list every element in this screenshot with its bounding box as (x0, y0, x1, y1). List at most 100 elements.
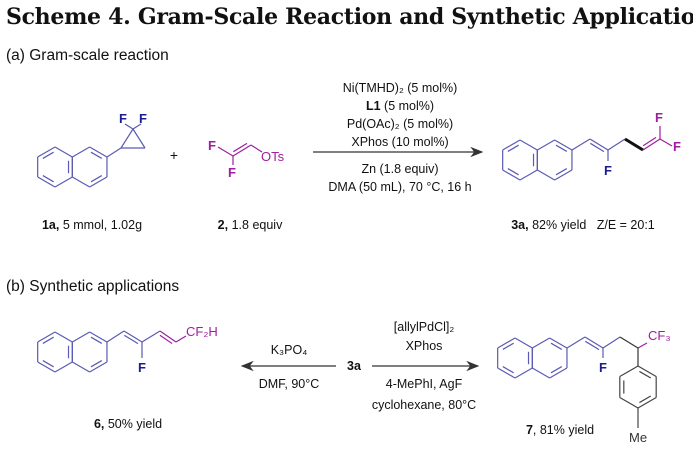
ring-bond (554, 169, 573, 181)
atom-label-f: F (599, 360, 607, 375)
compound-id: 6, (93, 417, 105, 431)
bond (217, 146, 234, 157)
compound-desc: 82% yield (532, 218, 587, 232)
ring-bond (537, 169, 555, 181)
ring-bond (502, 169, 521, 181)
bond (602, 336, 621, 349)
condition-catalyst-pd: Pd(OAc)₂ (5 mol%) (346, 117, 454, 131)
ring-bond (42, 336, 54, 344)
ligand-loading: (5 mol%) (384, 99, 435, 113)
bond (106, 330, 125, 343)
atom-label-ots: OTs (261, 149, 285, 164)
ring-bond (550, 366, 563, 374)
compound-id: 1a, (41, 218, 60, 232)
ring-bond (619, 396, 639, 409)
label-3a: 3a, 82% yield Z/E = 20:1 (511, 218, 655, 232)
ring-bond (537, 139, 555, 151)
bond (571, 138, 591, 151)
ring-bond (54, 361, 73, 373)
bond (159, 330, 177, 343)
label-1a: 1a, 5 mmol, 1.02g (42, 218, 142, 232)
condition-cyclohexane: cyclohexane, 80°C (371, 398, 477, 412)
ring-bond (502, 366, 514, 374)
condition-catalyst-ni: Ni(TMHD)₂ (5 mol%) (342, 81, 458, 95)
ring-bond (89, 176, 108, 188)
ring-bond (72, 331, 90, 343)
atom-label-f: F (604, 163, 612, 178)
ring-bond (89, 361, 108, 373)
atom-label-f: F (673, 139, 681, 154)
ligand-label: L1 (365, 99, 381, 113)
bond (590, 142, 605, 153)
ring-bond (497, 337, 516, 349)
ring-bond (37, 361, 56, 373)
bond (232, 144, 252, 157)
ring-bond (549, 367, 568, 379)
ring-bond (519, 139, 538, 151)
bold-bond (624, 137, 644, 152)
bond (106, 147, 122, 158)
condition-xphos: XPhos (10 mol%) (351, 135, 449, 149)
ring-bond (42, 151, 54, 159)
ring-bond (72, 361, 90, 373)
bond (659, 138, 673, 147)
atom-label-f: F (228, 165, 236, 180)
bond (123, 330, 143, 343)
atom-label-f: F (138, 360, 146, 375)
ring-bond (37, 331, 56, 343)
ring-bond (54, 176, 73, 188)
bond (233, 142, 248, 153)
ring-bond (90, 336, 103, 344)
ring-bond (550, 342, 563, 350)
section-b-heading: (b) Synthetic applications (6, 278, 180, 295)
condition-pd-catalyst: [allylPdCl]₂ (393, 320, 455, 334)
compound-id: 3a, (511, 218, 529, 232)
ring-bond (90, 175, 103, 183)
bond (124, 123, 134, 130)
atom-label-f: F (655, 110, 663, 125)
atom-label-cf2h: CF₂H (186, 324, 218, 339)
ring-bond (549, 337, 568, 349)
compound-desc: , 81% yield (532, 423, 595, 437)
center-compound-3a: 3a (347, 359, 361, 373)
ring-bond (637, 396, 657, 409)
atom-label-f: F (208, 138, 216, 153)
condition-xphos-b: XPhos (405, 339, 443, 353)
compound-desc: 5 mmol, 1.02g (62, 218, 143, 232)
ring-bond (72, 176, 90, 188)
ring-bond (72, 146, 90, 158)
atom-label-me: Me (629, 430, 647, 445)
bond (637, 342, 648, 349)
ring-bond (514, 367, 533, 379)
compound-id: 7 (525, 423, 533, 437)
bond (585, 340, 600, 351)
condition-dmf: DMF, 90°C (258, 377, 320, 391)
condition-arylating-agent: 4-MePhI, AgF (385, 377, 463, 391)
plus-sign: + (169, 147, 179, 163)
bond (175, 335, 187, 343)
bond (619, 336, 639, 349)
bond (141, 330, 161, 343)
ring-bond (502, 342, 514, 350)
ring-bond (497, 367, 516, 379)
compound-desc: 50% yield (107, 417, 163, 431)
ring-bond (502, 139, 521, 151)
label-7: 7, 81% yield (526, 423, 594, 437)
bond (642, 138, 661, 151)
condition-solvent-temp: DMA (50 mL), 70 °C, 16 h (328, 180, 472, 194)
condition-base: K₃PO₄ (270, 343, 308, 357)
ring-bond (555, 144, 568, 152)
ring-bond (37, 146, 56, 158)
ring-bond (507, 144, 519, 152)
compound-desc: 1.8 equiv (231, 218, 283, 232)
atom-label-f: F (139, 111, 147, 126)
bond (566, 336, 586, 349)
condition-reductant: Zn (1.8 equiv) (361, 162, 439, 176)
bond (642, 136, 657, 147)
ring-bond (42, 360, 54, 368)
ring-bond (507, 168, 519, 176)
ring-bond (514, 337, 533, 349)
bond (159, 334, 173, 345)
label-2: 2, 1.8 equiv (218, 218, 283, 232)
